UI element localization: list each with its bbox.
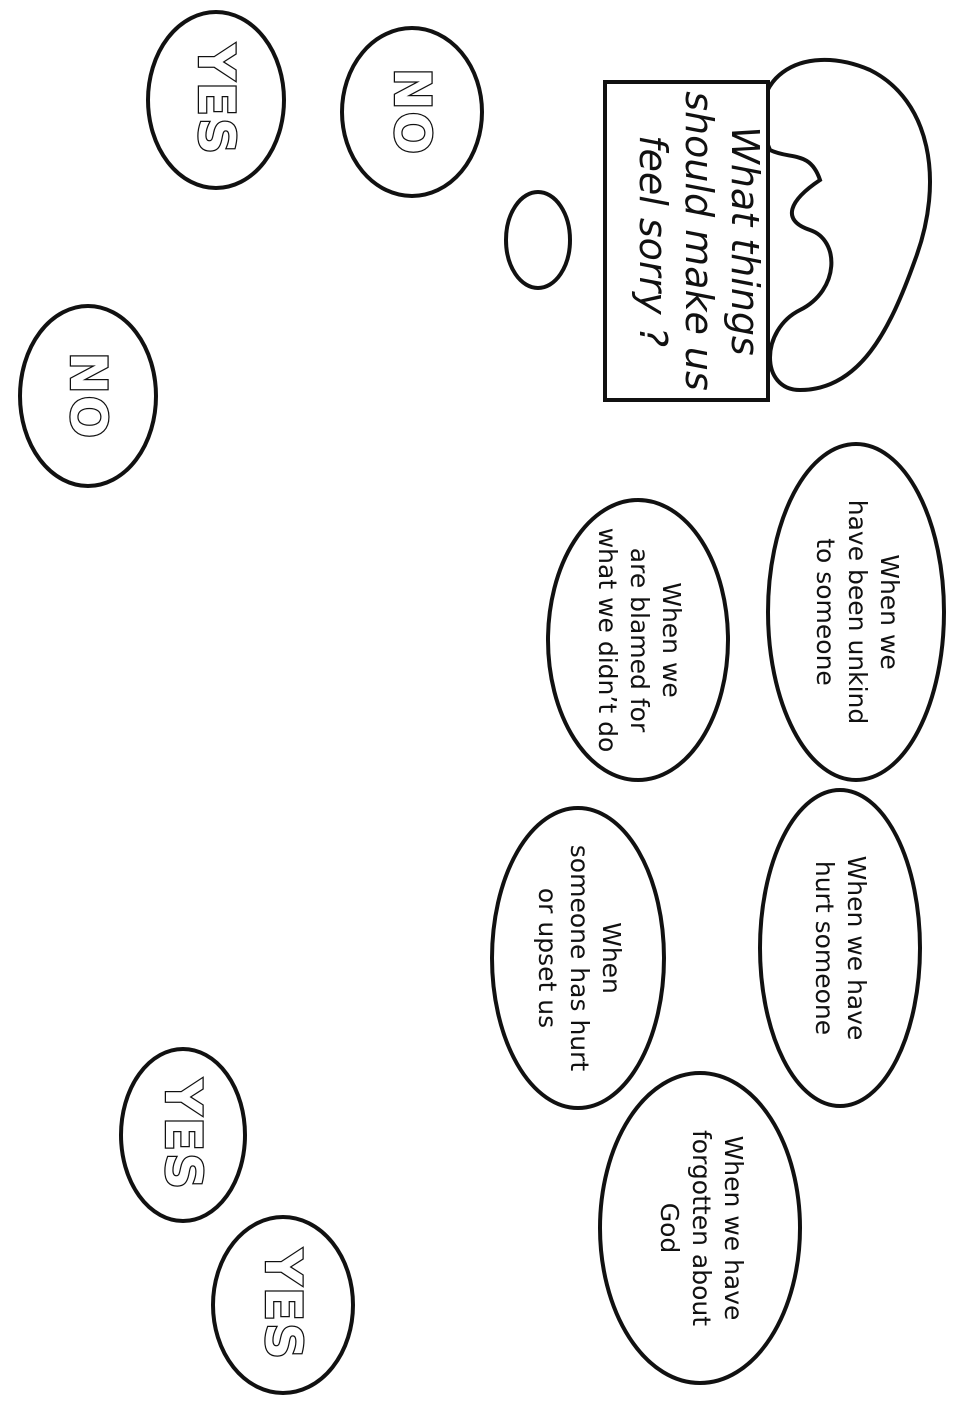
answer-label: NO <box>59 352 117 440</box>
statement-text: When we <box>875 554 904 670</box>
statement-text: to someone <box>811 538 840 686</box>
answer-bubble-yes-top[interactable]: YES <box>146 10 286 190</box>
statement-text: someone has hurt <box>565 845 594 1072</box>
statement-bubble-upset[interactable]: When someone has hurt or upset us <box>490 806 666 1110</box>
statement-text: hurt someone <box>810 861 839 1035</box>
statement-text: forgotten about <box>687 1130 716 1326</box>
answer-label: YES <box>254 1248 312 1361</box>
statement-text: are blamed for <box>625 548 654 733</box>
statement-text: what we didn’t do <box>593 528 622 753</box>
answer-bubble-no-left[interactable]: NO <box>18 304 158 488</box>
title-box: What things should make us feel sorry ? <box>603 80 770 402</box>
statement-bubble-blamed[interactable]: When we are blamed for what we didn’t do <box>546 498 730 782</box>
statement-text: When <box>597 922 626 994</box>
answer-label: NO <box>383 68 441 156</box>
statement-bubble-unkind[interactable]: When we have been unkind to someone <box>766 442 946 782</box>
statement-bubble-forgotten[interactable]: When we have forgotten about God <box>598 1071 802 1385</box>
statement-bubble-hurt[interactable]: When we have hurt someone <box>758 788 922 1108</box>
answer-bubble-yes-bottom[interactable]: YES <box>211 1215 355 1395</box>
title-line-2: should make us <box>677 91 721 391</box>
question-mark-icon <box>504 58 932 393</box>
statement-text: or upset us <box>533 888 562 1028</box>
statement-text: When we have <box>719 1136 748 1321</box>
answer-label: YES <box>154 1078 212 1191</box>
statement-text: God <box>655 1203 684 1254</box>
statement-text: When we have <box>842 856 871 1041</box>
statement-text: have been unkind <box>843 500 872 725</box>
answer-bubble-no-top[interactable]: NO <box>340 26 484 198</box>
title-line-3: feel sorry ? <box>631 135 675 347</box>
title-line-1: What things <box>723 126 767 355</box>
answer-label: YES <box>187 43 245 156</box>
answer-bubble-yes-lower[interactable]: YES <box>119 1047 247 1223</box>
statement-text: When we <box>657 582 686 698</box>
